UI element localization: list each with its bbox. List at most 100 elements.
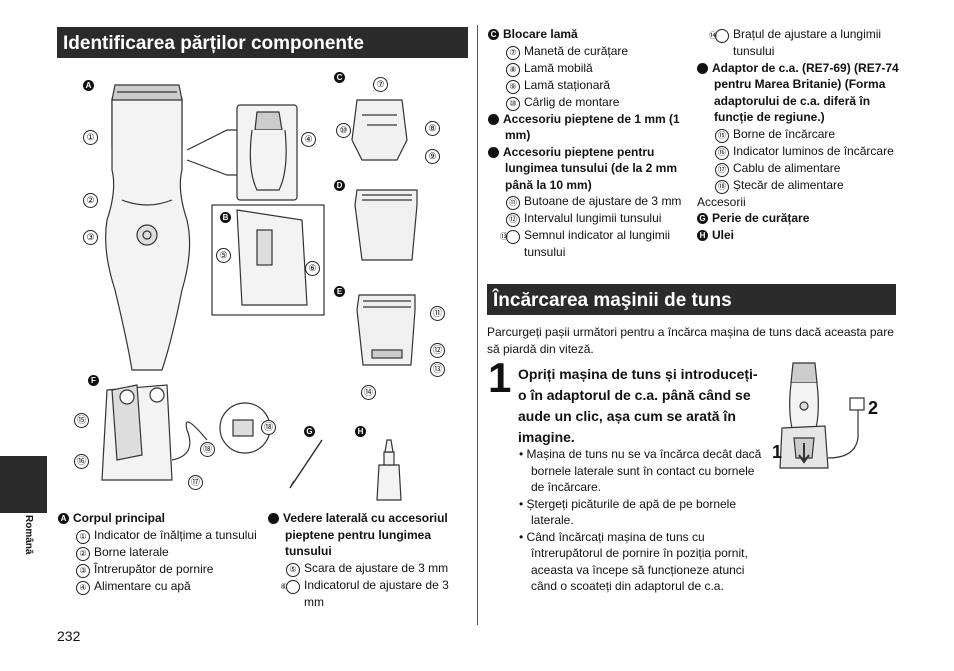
- legend-item: Alimentare cu apă: [94, 578, 191, 593]
- charging-drawing: [779, 362, 865, 469]
- charging-illustration: 1 2: [770, 358, 896, 498]
- num-5: ⑤: [286, 562, 300, 577]
- callout-4: ④: [301, 132, 316, 147]
- figure-label-g: G: [304, 426, 315, 437]
- callout-3: ③: [83, 230, 98, 245]
- callout-2: ②: [83, 193, 98, 208]
- legend-b-title: Vedere laterală cu accesoriul pieptene p…: [283, 511, 448, 558]
- legend-d-title: Accesoriu pieptene de 1 mm (1 mm): [503, 111, 680, 143]
- callout-16: ⑯: [74, 454, 89, 469]
- num-4: ④: [76, 580, 90, 595]
- figure-step-2: 2: [868, 398, 879, 418]
- badge-g: G: [697, 213, 708, 224]
- callout-11: ⑪: [430, 306, 445, 321]
- callout-18b: ⑱: [261, 420, 276, 435]
- callout-5: ⑤: [216, 248, 231, 263]
- legend-c-title: Blocare lamă: [503, 27, 578, 41]
- figure-label-h: H: [355, 426, 366, 437]
- figure-label-a: A: [83, 80, 94, 91]
- note-item: • Mașina de tuns nu se va încărca decât …: [519, 447, 762, 494]
- figure-label-f: F: [88, 375, 99, 386]
- figure-step-1: 1: [772, 442, 783, 462]
- legend-e-title: Accesoriu pieptene pentru lungimea tunsu…: [503, 144, 678, 192]
- figure-label-c: C: [334, 72, 345, 83]
- legend-item: Indicator luminos de încărcare: [733, 143, 894, 158]
- badge-b: B: [262, 513, 279, 524]
- num-15: ⑮: [715, 128, 729, 143]
- num-6: ⑥: [280, 579, 300, 594]
- callout-14: ⑭: [361, 385, 376, 400]
- legend-item: Întrerupător de pornire: [94, 561, 214, 576]
- legend-item: Indicator de înălțime a tunsului: [94, 527, 257, 542]
- legend-f-title: Adaptor de c.a. (RE7-69) (RE7-74 pentru …: [712, 60, 899, 125]
- legend-item: Lamă staționară: [524, 77, 611, 92]
- parts-drawing: [101, 84, 418, 501]
- charging-intro: Parcurgeți pașii următori pentru a încăr…: [487, 325, 894, 356]
- badge-c: C: [488, 29, 499, 40]
- column-divider: [477, 25, 478, 625]
- figure-label-b: B: [220, 212, 231, 223]
- callout-10: ⑩: [336, 123, 351, 138]
- note-item: • Când încărcați mașina de tuns cu între…: [519, 529, 748, 594]
- legend-item: Indicatorul de ajustare de 3 mm: [304, 577, 449, 609]
- num-9: ⑨: [506, 79, 520, 94]
- num-13: ⑬: [500, 230, 520, 244]
- callout-9: ⑨: [425, 149, 440, 164]
- callout-1: ①: [83, 130, 98, 145]
- legend-h-title: Ulei: [712, 227, 735, 242]
- callout-12: ⑫: [430, 343, 445, 358]
- num-8: ⑧: [506, 62, 520, 77]
- badge-f: F: [692, 62, 708, 74]
- num-1: ①: [76, 529, 90, 544]
- figure-label-e: E: [334, 286, 345, 297]
- legend-item: Manetă de curățare: [524, 43, 629, 58]
- num-11: ⑪: [506, 196, 520, 210]
- page-number: 232: [57, 628, 81, 644]
- language-label: Română: [23, 515, 34, 555]
- section-heading-charging: Încărcarea maşinii de tuns: [487, 284, 896, 315]
- legend-item: Semnul indicator al lungimii tunsului: [524, 228, 671, 259]
- legend-item: Ștecăr de alimentare: [733, 177, 844, 192]
- legend-item: Borne laterale: [94, 544, 169, 559]
- callout-18a: ⑱: [200, 442, 215, 457]
- callout-7: ⑦: [373, 77, 388, 92]
- legend-item: Brațul de ajustare a lungimii tunsului: [733, 27, 882, 58]
- num-12: ⑫: [506, 213, 520, 227]
- badge-a: A: [58, 513, 69, 524]
- num-14: ⑭: [709, 29, 729, 43]
- accessories-label: Accesorii: [697, 194, 746, 209]
- legend-g-title: Perie de curățare: [712, 211, 810, 225]
- section-heading-parts: Identificarea părților componente: [57, 27, 468, 58]
- legend-item: Intervalul lungimii tunsului: [524, 211, 662, 225]
- badge-e: E: [482, 146, 499, 158]
- legend-item: Cârlig de montare: [524, 94, 620, 109]
- step-instruction: Opriți mașina de tuns și introduceți-o î…: [518, 366, 758, 445]
- callout-15: ⑮: [74, 413, 89, 428]
- legend-a-title: Corpul principal: [73, 511, 166, 525]
- note-item: • Ștergeți picăturile de apă de pe borne…: [519, 496, 737, 528]
- parts-illustration: A B C D E F G H ① ② ③ ④ ⑤ ⑥ ⑦ ⑧ ⑨ ⑩ ⑪ ⑫ …: [57, 60, 468, 505]
- figure-label-d: D: [334, 180, 345, 191]
- callout-6: ⑥: [305, 261, 320, 276]
- step-notes: • Mașina de tuns nu se va încărca decât …: [518, 446, 763, 595]
- num-10: ⑩: [506, 96, 520, 111]
- badge-h: H: [697, 229, 708, 241]
- legend-item: Cablu de alimentare: [733, 160, 841, 175]
- num-16: ⑯: [715, 145, 729, 160]
- callout-17: ⑰: [188, 475, 203, 490]
- legend-item: Borne de încărcare: [733, 126, 836, 141]
- callout-13: ⑬: [430, 362, 445, 377]
- badge-d: D: [482, 113, 499, 125]
- num-7: ⑦: [506, 45, 520, 60]
- num-17: ⑰: [715, 162, 729, 177]
- legend-blade-block: C Blocare lamă ⑦ Manetă de curățare ⑧ Lamă …: [482, 26, 693, 261]
- callout-8: ⑧: [425, 121, 440, 136]
- step-number: 1: [488, 354, 512, 401]
- legend-main-body: A Corpul principal ① Indicator de înălțime…: [58, 510, 263, 595]
- legend-side-view: B Vedere laterală cu accesoriul pieptene …: [262, 510, 468, 610]
- legend-item: Lamă mobilă: [524, 60, 593, 75]
- num-3: ③: [76, 563, 90, 578]
- num-18: ⑱: [715, 179, 729, 194]
- legend-item: Butoane de ajustare de 3 mm: [524, 194, 682, 208]
